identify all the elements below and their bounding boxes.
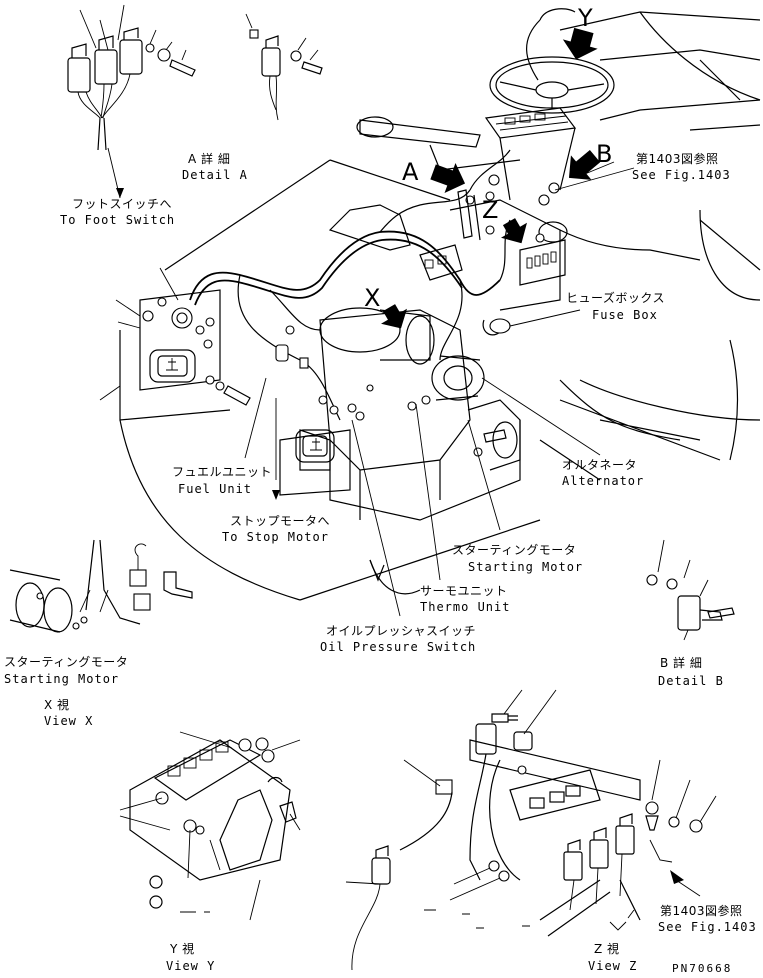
fuse-box-label-jp: ヒューズボックス bbox=[566, 291, 666, 305]
detail-a-title-jp: A 詳 細 bbox=[188, 152, 231, 166]
small-connector-top bbox=[245, 13, 323, 121]
alternator-label-jp: オルタネータ bbox=[562, 458, 638, 472]
starting-motor-main-en: Starting Motor bbox=[468, 560, 584, 574]
lamp-assemblies bbox=[139, 289, 351, 496]
foot-switch-label-jp: フットスイッチへ bbox=[72, 197, 173, 211]
wiring-harness bbox=[189, 149, 560, 421]
view-arrow-label-z: Z bbox=[482, 196, 499, 224]
stop-motor-label-jp: ストップモータへ bbox=[230, 514, 331, 528]
view-z-title-jp: Z 視 bbox=[594, 942, 620, 956]
view-x-title-jp: X 視 bbox=[44, 698, 70, 712]
view-x-drawing bbox=[9, 539, 193, 633]
see-fig-top-en: See Fig.1403 bbox=[632, 168, 731, 182]
view-arrow-label-a: A bbox=[402, 158, 419, 186]
thermo-unit-label-en: Thermo Unit bbox=[420, 600, 511, 614]
fuel-unit-label-jp: フュエルユニット bbox=[172, 465, 273, 479]
view-arrow-label-b: B bbox=[596, 140, 613, 168]
view-z-title-en: View Z bbox=[588, 959, 638, 973]
view-z-drawing bbox=[345, 689, 717, 971]
view-y-drawing bbox=[119, 731, 301, 921]
detail-b-title-jp: B 詳 細 bbox=[660, 656, 703, 670]
starting-motor-main-jp: スターティングモータ bbox=[452, 543, 577, 557]
detail-a-drawing bbox=[67, 4, 196, 151]
thermo-unit-label-jp: サーモユニット bbox=[420, 584, 508, 598]
fuel-unit-label-en: Fuel Unit bbox=[178, 482, 253, 496]
detail-b-title-en: Detail B bbox=[658, 674, 724, 688]
oil-pressure-label-jp: オイルプレッシャスイッチ bbox=[326, 624, 477, 638]
foot-switch-label-en: To Foot Switch bbox=[60, 213, 176, 227]
see-fig-bottom-jp: 第1403図参照 bbox=[660, 904, 743, 918]
oil-pressure-label-en: Oil Pressure Switch bbox=[320, 640, 477, 654]
view-arrows bbox=[381, 27, 601, 329]
starting-motor-left-en: Starting Motor bbox=[4, 672, 120, 686]
part-number: PN70668 bbox=[672, 962, 733, 975]
leader-lines bbox=[99, 147, 635, 617]
stop-motor-label-en: To Stop Motor bbox=[222, 530, 329, 544]
see-fig-top-jp: 第1403図参照 bbox=[636, 152, 719, 166]
machine-frame bbox=[119, 8, 761, 601]
alternator-label-en: Alternator bbox=[562, 474, 645, 488]
view-y-title-jp: Y 視 bbox=[170, 942, 195, 956]
fuse-box-label-en: Fuse Box bbox=[592, 308, 658, 322]
view-y-title-en: View Y bbox=[166, 959, 216, 973]
detail-b-drawing bbox=[646, 539, 735, 641]
detail-a-title-en: Detail A bbox=[182, 168, 248, 182]
view-arrow-label-y: Y bbox=[578, 4, 593, 32]
view-x-title-en: View X bbox=[44, 714, 94, 728]
view-arrow-label-x: X bbox=[364, 284, 381, 312]
engine bbox=[299, 307, 521, 595]
see-fig-bottom-en: See Fig.1403 bbox=[658, 920, 757, 934]
starting-motor-left-jp: スターティングモータ bbox=[4, 655, 129, 669]
